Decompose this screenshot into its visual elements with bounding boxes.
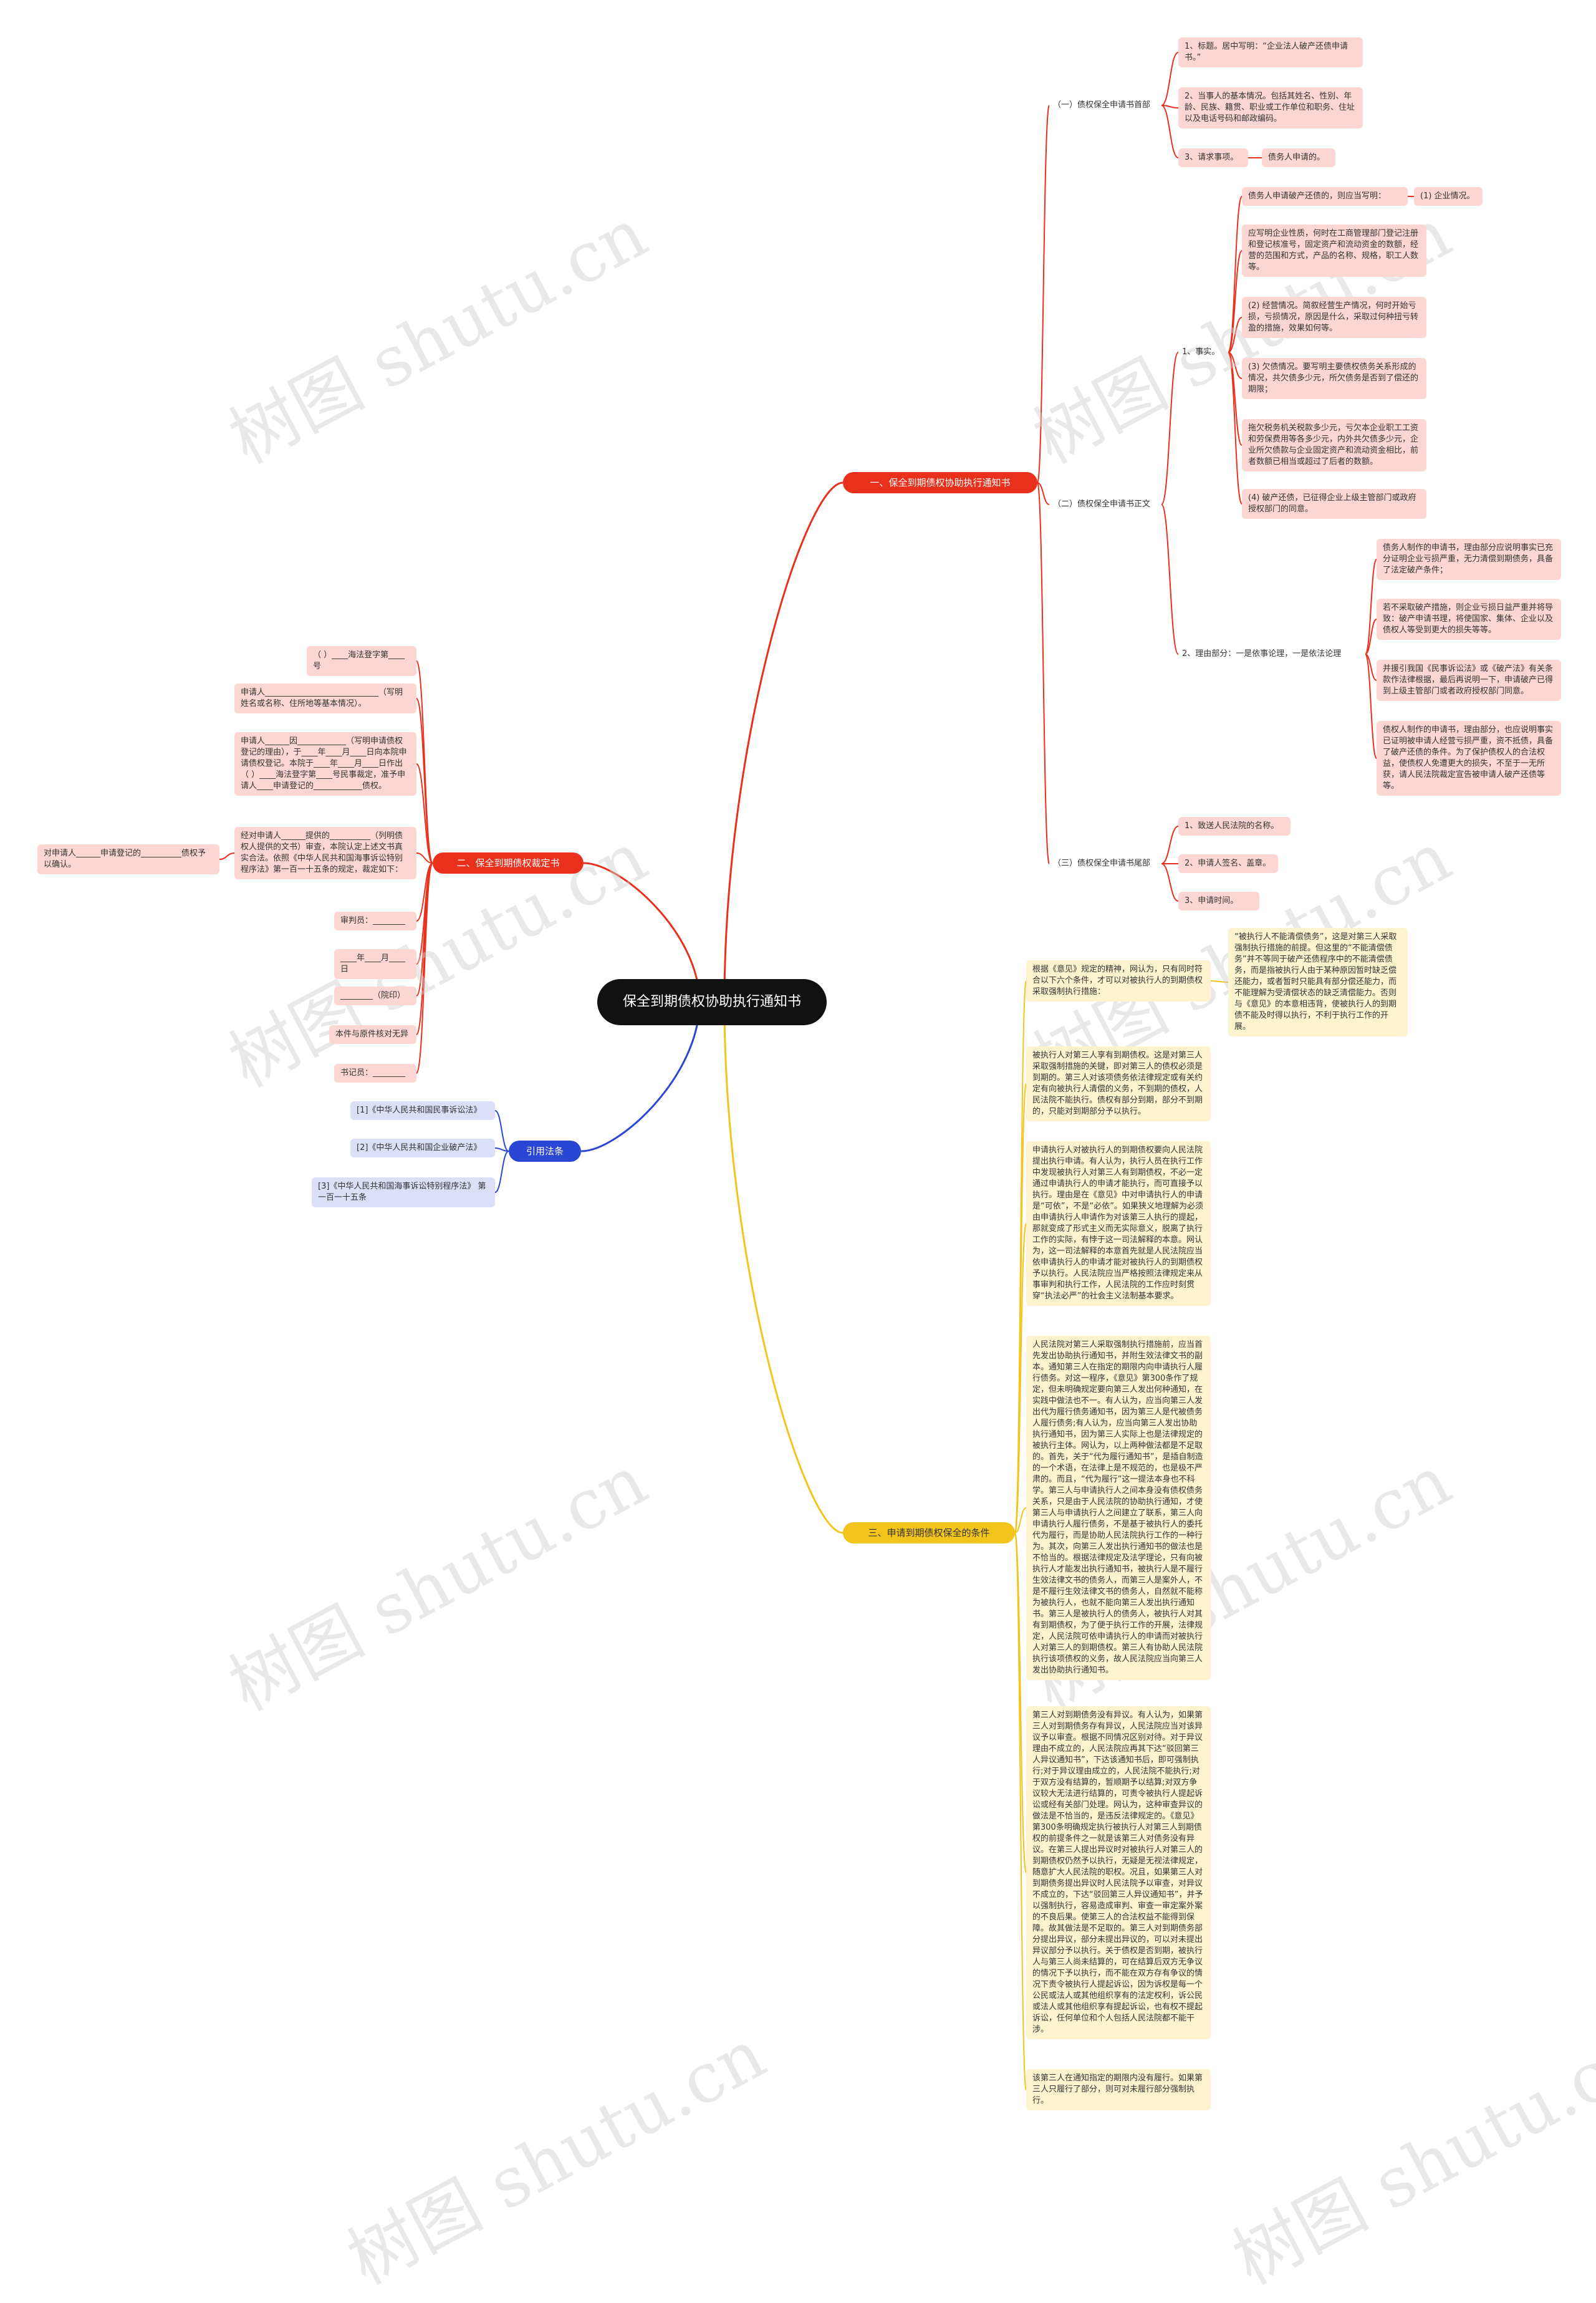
connector xyxy=(1365,559,1377,655)
connector xyxy=(416,660,433,864)
b4-item[interactable]: 根据《意见》规定的精神，网认为，只有同时符合以下六个条件，才可以对被执行人的到期… xyxy=(1026,960,1211,1002)
b2-item[interactable]: 审判员：________ xyxy=(334,912,416,930)
connector xyxy=(1365,619,1377,655)
b1-s2-fact[interactable]: 1、事实。 xyxy=(1182,347,1220,357)
b1-s1-item[interactable]: 1、标题。居中写明：“企业法人破产还债申请书。” xyxy=(1178,37,1363,67)
connector xyxy=(723,1002,844,1534)
connector xyxy=(1037,482,1050,505)
connector xyxy=(1014,1223,1027,1533)
b4-item[interactable]: 该第三人在通知指定的期限内没有履行。如果第三人只履行了部分，则可对未履行部分强制… xyxy=(1026,2069,1211,2110)
b3-item[interactable]: [3]《中华人民共和国海事诉讼特别程序法》 第一百一十五条 xyxy=(312,1177,495,1207)
connector xyxy=(494,1147,509,1152)
b2-item[interactable]: 本件与原件核对无异 xyxy=(329,1025,416,1044)
connector xyxy=(416,698,433,864)
connector xyxy=(1161,863,1179,902)
connector xyxy=(494,1151,509,1193)
branch-1-title[interactable]: 一、保全到期债权协助执行通知书 xyxy=(843,472,1037,493)
b4-item-1-child[interactable]: “被执行人不能清偿债务”，这是对第三人采取强制执行措施的前提。但这里的“不能清偿… xyxy=(1228,928,1408,1036)
b2-item[interactable]: 书记员：________ xyxy=(334,1064,416,1083)
connector xyxy=(1161,52,1179,106)
b2-item[interactable]: ____年____月____日 xyxy=(334,949,416,979)
b1-s2-reason-item[interactable]: 若不采取破产措施，则企业亏损日益严重并将导致：破产申请书理，将使国家、集体、企业… xyxy=(1377,599,1561,640)
connector xyxy=(1037,482,1050,864)
b1-s2-reason-item[interactable]: 债务人制作的申请书，理由部分应说明事实已充分证明企业亏损严重，无力清偿到期债务，… xyxy=(1377,539,1561,580)
b1-s3-item[interactable]: 3、申请时间。 xyxy=(1178,892,1259,910)
b4-item[interactable]: 人民法院对第三人采取强制执行措施前，应当首先发出协助执行通知书，并附生效法律文书… xyxy=(1026,1336,1211,1680)
connector xyxy=(1365,654,1377,759)
b2-item[interactable]: 申请人______因____________（写明申请债权登记的理由），于___… xyxy=(234,732,416,796)
b1-s2-fact-item[interactable]: (2) 经营情况。简叙经营生产情况，何时开始亏损，亏损情况，原因是什么，采取过何… xyxy=(1242,297,1426,338)
connector xyxy=(1161,504,1179,655)
b1-section-2[interactable]: （二）债权保全申请书正文 xyxy=(1053,500,1151,509)
connector xyxy=(416,852,433,864)
branch-3-title[interactable]: 引用法条 xyxy=(509,1141,581,1162)
b1-s3-item[interactable]: 2、申请人签名、盖章。 xyxy=(1178,854,1278,873)
connector xyxy=(583,862,701,1003)
b4-item[interactable]: 被执行人对第三人享有到期债权。这是对第三人采取强制措施的关键，即对第三人的债权必… xyxy=(1026,1046,1211,1121)
b3-item[interactable]: [2]《中华人民共和国企业破产法》 xyxy=(350,1139,495,1157)
b2-item[interactable]: 经对申请人______提供的__________（列明债权人提供的文书）审查，本… xyxy=(234,827,416,879)
b1-s2-fact-item[interactable]: 拖欠税务机关税款多少元，亏欠本企业职工工资和劳保费用等各多少元，内外共欠债多少元… xyxy=(1242,419,1426,471)
connector xyxy=(1228,352,1243,505)
branch-2-title[interactable]: 二、保全到期债权裁定书 xyxy=(433,852,584,874)
b2-item[interactable]: ________（院印） xyxy=(334,987,416,1005)
connector xyxy=(416,763,433,864)
connector xyxy=(1161,826,1179,864)
mindmap-connectors xyxy=(219,52,1414,2090)
b1-s2-fact-item[interactable]: 应写明企业性质，何时在工商管理部门登记注册和登记核准号，固定资产和流动资金的数额… xyxy=(1242,225,1426,277)
b2-left-item[interactable]: 对申请人______申请登记的__________债权予以确认。 xyxy=(37,844,219,874)
b1-section-1[interactable]: （一）债权保全申请书首部 xyxy=(1053,100,1151,110)
connector xyxy=(1210,980,1229,983)
b3-item[interactable]: [1]《中华人民共和国民事诉讼法》 xyxy=(350,1101,495,1120)
connector xyxy=(416,862,433,1074)
connector xyxy=(1014,1532,1027,2090)
b1-s2-reason[interactable]: 2、理由部分：一是依事论理，一是依法论理 xyxy=(1182,649,1342,659)
b2-item[interactable]: 申请人____________________________（写明姓名或名称、… xyxy=(234,683,416,713)
root-node[interactable]: 保全到期债权协助执行通知书 xyxy=(597,979,827,1025)
connector xyxy=(494,1110,509,1152)
connector xyxy=(1037,105,1050,483)
connector xyxy=(1161,352,1179,505)
b4-item[interactable]: 申请执行人对被执行人的到期债权要向人民法院提出执行申请。有人认为，执行人员在执行… xyxy=(1026,1141,1211,1306)
connector xyxy=(1228,250,1243,353)
b1-section-3[interactable]: （三）债权保全申请书尾部 xyxy=(1053,859,1151,868)
connector xyxy=(1014,980,1027,1533)
connector xyxy=(1014,1083,1027,1533)
b1-s2-fact-head-child[interactable]: (1) 企业情况。 xyxy=(1414,187,1483,206)
connector xyxy=(580,1002,701,1152)
connector xyxy=(723,481,844,1003)
b1-s3-item[interactable]: 1、致送人民法院的名称。 xyxy=(1178,817,1291,836)
connector xyxy=(1161,105,1179,158)
b1-s2-fact-item[interactable]: (4) 破产还债，已征得企业上级主管部门或政府授权部门的同意。 xyxy=(1242,489,1426,519)
b2-item[interactable]: （ ）____海法登字第____号 xyxy=(307,646,416,676)
branch-4-title[interactable]: 三、申请到期债权保全的条件 xyxy=(843,1522,1015,1543)
connector xyxy=(1161,105,1179,109)
connector xyxy=(1228,317,1243,353)
b1-s2-reason-item[interactable]: 并援引我国《民事诉讼法》或《破产法》有关条款作法律根据，最后再说明一下，申请破产… xyxy=(1377,660,1561,701)
b1-s2-reason-item[interactable]: 债权人制作的申请书，理由部分，也应说明事实已证明被申请人经营亏损严重，资不抵债，… xyxy=(1377,721,1561,796)
b1-s2-fact-item[interactable]: (3) 欠债情况。要写明主要债权债务关系形成的情况，共欠债多少元，所欠债务是否到… xyxy=(1242,358,1426,399)
b1-s1-item[interactable]: 2、当事人的基本情况。包括其姓名、性别、年龄、民族、籍贯、职业或工作单位和职务、… xyxy=(1178,87,1363,128)
b4-item[interactable]: 第三人对到期债务没有异议。有人认为，如果第三人对到期债务存有异议，人民法院应当对… xyxy=(1026,1706,1211,2039)
b1-s1-item3-child[interactable]: 债务人申请的。 xyxy=(1262,148,1335,167)
b1-s2-fact-head[interactable]: 债务人申请破产还债的，则应当写明： xyxy=(1242,187,1408,206)
connector xyxy=(1228,196,1243,353)
connector xyxy=(1014,1507,1027,1533)
b1-s1-item[interactable]: 3、请求事项。 xyxy=(1178,148,1248,167)
connector xyxy=(219,852,235,860)
